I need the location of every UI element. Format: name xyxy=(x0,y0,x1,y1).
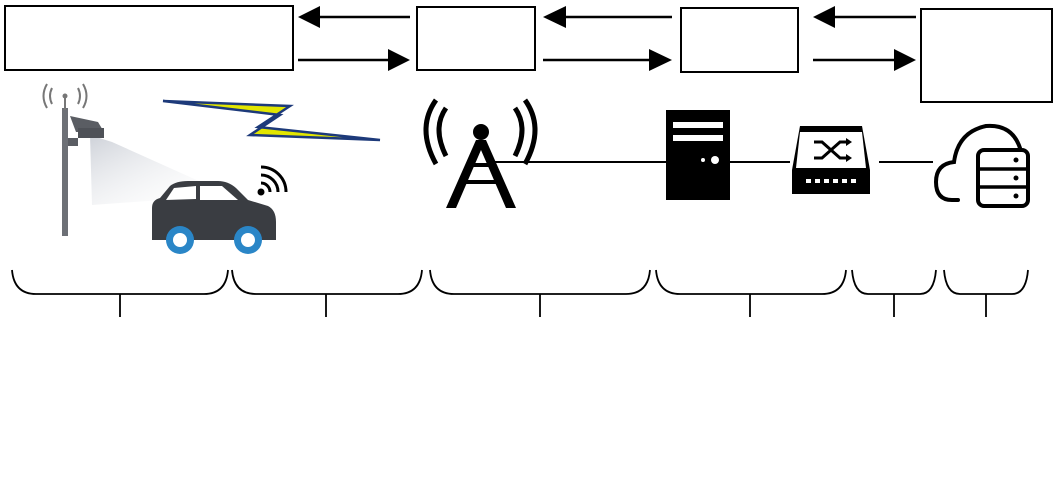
box-2 xyxy=(416,6,536,71)
box-3 xyxy=(680,7,799,73)
arrow-left-2 xyxy=(543,6,672,28)
brace-5 xyxy=(851,269,937,317)
arrow-right-3 xyxy=(813,49,916,71)
connected-car-icon xyxy=(152,181,276,254)
wifi-signal-icon xyxy=(257,165,288,196)
network-switch-icon xyxy=(792,126,870,194)
box-4 xyxy=(920,8,1053,103)
arrow-pair-3-4 xyxy=(813,6,916,71)
arrow-pair-2-3 xyxy=(543,6,672,71)
brace-6 xyxy=(943,269,1029,317)
brace-1 xyxy=(11,269,229,317)
server-tower-icon xyxy=(666,110,730,200)
arrow-pair-1-2 xyxy=(298,6,410,71)
box-1 xyxy=(4,5,294,71)
brace-2 xyxy=(231,269,423,317)
brace-3 xyxy=(429,269,651,317)
arrow-left-1 xyxy=(298,6,410,28)
arrow-right-2 xyxy=(543,49,672,71)
lightning-bolt-icon xyxy=(162,99,381,142)
arrow-right-1 xyxy=(298,49,410,71)
brace-4 xyxy=(655,269,847,317)
cloud-server-icon xyxy=(933,123,1030,208)
arrow-left-3 xyxy=(813,6,916,28)
cell-tower-icon xyxy=(423,98,668,208)
